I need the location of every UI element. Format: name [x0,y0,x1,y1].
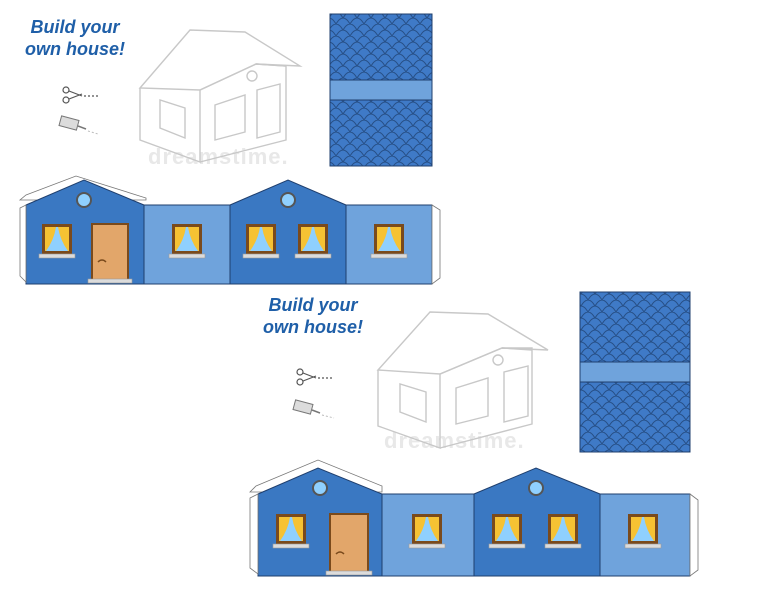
scissors-icon-2 [296,368,332,386]
glue-tube-icon-2 [292,399,335,419]
title-line-1: Build your [268,295,358,315]
build-house-title-1: Build your own house! [10,16,140,60]
scissors-icon [62,86,98,104]
roof-panel-1 [329,13,433,167]
wall-strip-1 [18,175,441,285]
glue-tube-icon [58,115,99,135]
watermark-1: dreamstime. [148,144,289,169]
roof-panel-2 [579,291,691,453]
title-line-2: own house! [263,317,363,337]
house-sketch-2 [376,311,549,449]
title-line-1: Build your [30,17,120,37]
title-line-2: own house! [25,39,125,59]
build-house-title-2: Build your own house! [248,294,378,338]
house-sketch-1 [138,29,303,164]
wall-strip-2 [249,459,699,577]
